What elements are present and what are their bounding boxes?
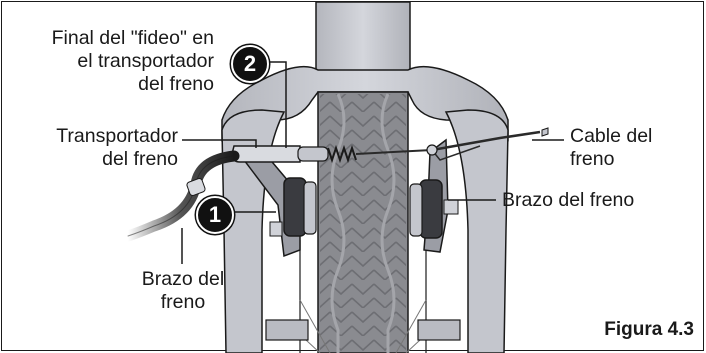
fork xyxy=(221,1,509,353)
boot-spring xyxy=(327,144,357,164)
brake-pad-left xyxy=(283,177,307,237)
callout-lines xyxy=(181,61,564,264)
hub xyxy=(265,319,461,341)
label-brake-arm-right: Brazo del freno xyxy=(502,189,635,211)
brake-carrier xyxy=(231,145,329,163)
brake-arm-right xyxy=(409,138,459,253)
brake-pad-right xyxy=(419,179,443,239)
label-brake-carrier: Transportador del freno xyxy=(56,125,178,170)
label-brake-arm-left: Brazo del freno xyxy=(141,268,225,313)
fork-leg-left xyxy=(221,109,286,353)
marker-two: 2 xyxy=(231,45,269,83)
label-brake-cable: Cable del freno xyxy=(570,125,653,170)
brake-cable xyxy=(355,127,549,161)
callout-carrier xyxy=(182,139,257,148)
cable-housing xyxy=(122,150,240,242)
figure-caption: Figura 4.3 xyxy=(604,319,694,340)
label-noodle-end: Final del "fideo" en el transportador de… xyxy=(51,27,214,95)
marker-one: 1 xyxy=(196,196,234,234)
callout-noodle-end xyxy=(262,61,287,148)
tire-tread xyxy=(320,94,406,353)
fork-leg-right xyxy=(444,109,509,353)
tire xyxy=(299,91,427,353)
steerer-tube xyxy=(315,1,411,75)
